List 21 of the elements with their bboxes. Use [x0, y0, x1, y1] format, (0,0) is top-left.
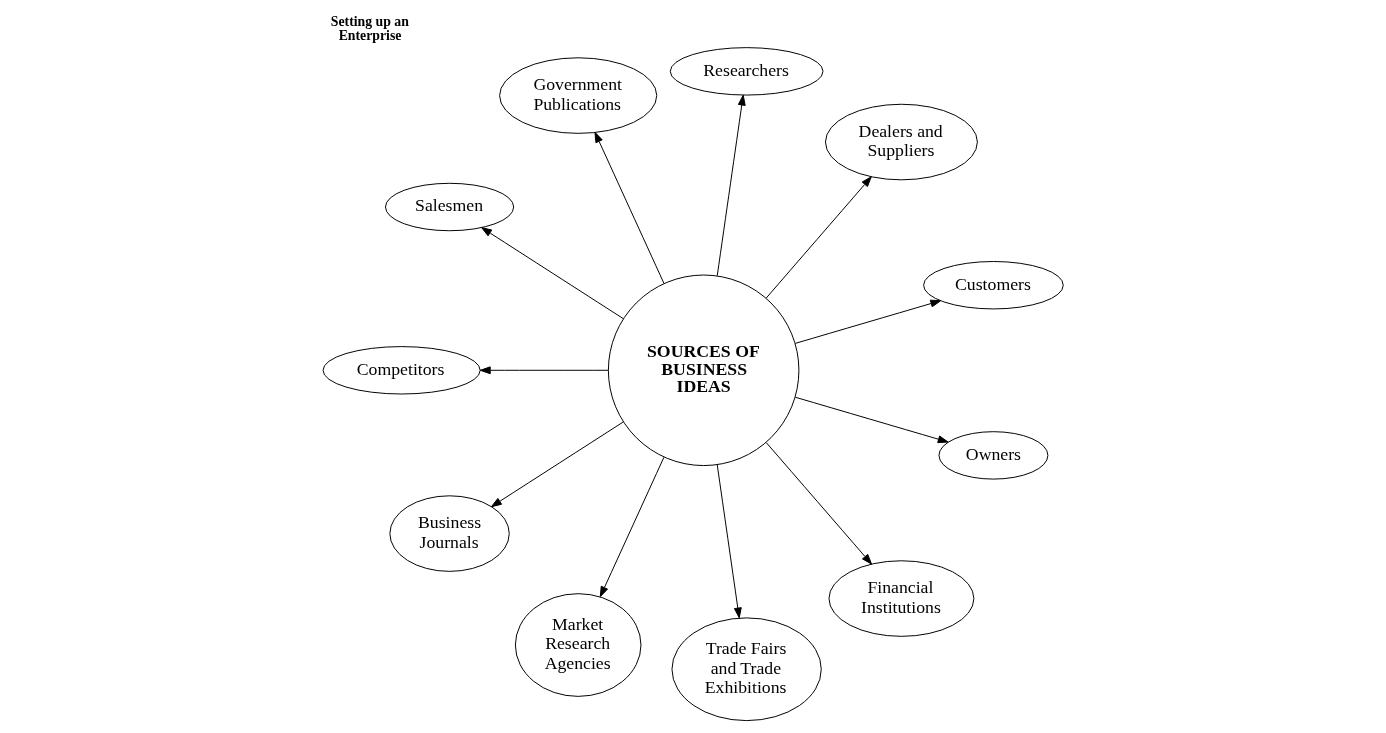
diagram-title: Setting up an Enterprise: [330, 14, 409, 43]
node-ellipse: Government Publications: [499, 57, 658, 134]
arrow: [794, 396, 949, 444]
arrow: [479, 366, 609, 375]
arrow: [716, 94, 746, 277]
arrow: [594, 131, 665, 284]
arrow: [765, 176, 872, 299]
node-ellipse: Competitors: [322, 346, 481, 395]
arrow: [490, 421, 624, 508]
node-ellipse: Salesmen: [384, 182, 515, 232]
node-ellipse: Trade Fairs and Trade Exhibitions: [671, 617, 822, 722]
arrow: [794, 299, 942, 344]
node-circle: SOURCES OF BUSINESS IDEAS: [607, 274, 800, 467]
arrow: [765, 442, 873, 565]
node-ellipse: Dealers and Suppliers: [825, 103, 978, 181]
arrow: [599, 456, 665, 598]
node-ellipse: Market Research Agencies: [514, 593, 642, 697]
node-ellipse: Researchers: [669, 47, 824, 96]
arrow: [481, 227, 624, 320]
arrow: [716, 464, 742, 619]
node-ellipse: Financial Institutions: [828, 560, 975, 637]
